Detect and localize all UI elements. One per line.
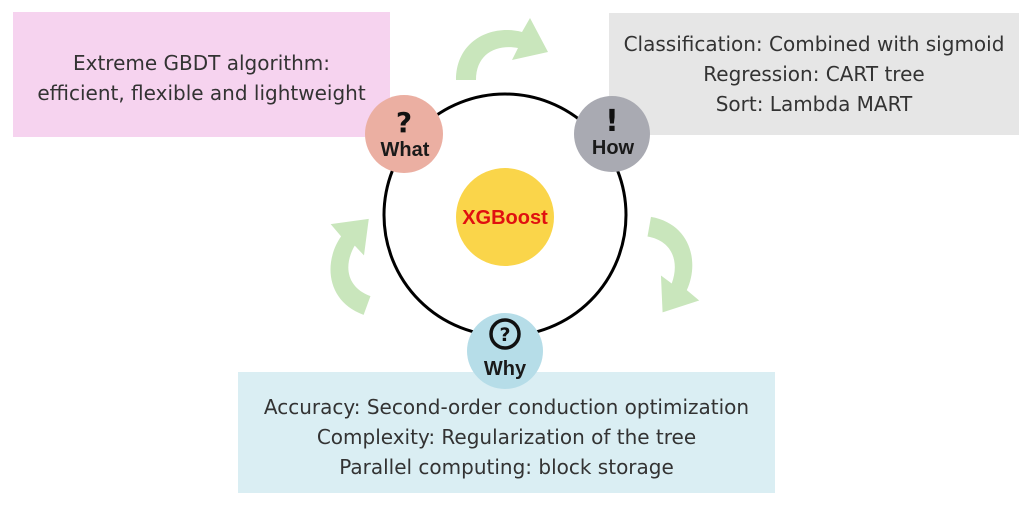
circled-question-icon: ? bbox=[489, 318, 521, 350]
what-description-box: Extreme GBDT algorithm: efficient, flexi… bbox=[13, 12, 390, 137]
why-line-3: Parallel computing: block storage bbox=[339, 454, 674, 479]
what-line-2: efficient, flexible and lightweight bbox=[37, 80, 366, 105]
why-description-box: Accuracy: Second-order conduction optimi… bbox=[238, 372, 775, 493]
why-label: Why bbox=[484, 358, 527, 380]
what-node: ? What bbox=[365, 95, 443, 173]
exclamation-mark-icon: ! bbox=[605, 104, 619, 139]
why-node: ? Why bbox=[467, 313, 543, 389]
how-line-1: Classification: Combined with sigmoid bbox=[623, 32, 1005, 56]
why-line-1: Accuracy: Second-order conduction optimi… bbox=[263, 394, 750, 419]
what-line-1: Extreme GBDT algorithm: bbox=[72, 50, 330, 75]
how-line-2: Regression: CART tree bbox=[703, 62, 925, 86]
how-node: ! How bbox=[574, 96, 650, 172]
why-line-2: Complexity: Regularization of the tree bbox=[316, 424, 697, 449]
cycle-arrow-top bbox=[456, 18, 548, 80]
how-line-3: Sort: Lambda MART bbox=[715, 92, 913, 116]
cycle-arrow-left bbox=[305, 207, 396, 315]
svg-text:?: ? bbox=[499, 324, 510, 346]
how-description-box: Classification: Combined with sigmoid Re… bbox=[609, 13, 1019, 135]
question-mark-icon: ? bbox=[396, 106, 412, 139]
center-label: XGBoost bbox=[462, 207, 548, 229]
how-label: How bbox=[592, 137, 635, 159]
what-label: What bbox=[381, 139, 430, 161]
center-circle bbox=[456, 168, 554, 266]
cycle-arrow-right bbox=[634, 216, 713, 319]
